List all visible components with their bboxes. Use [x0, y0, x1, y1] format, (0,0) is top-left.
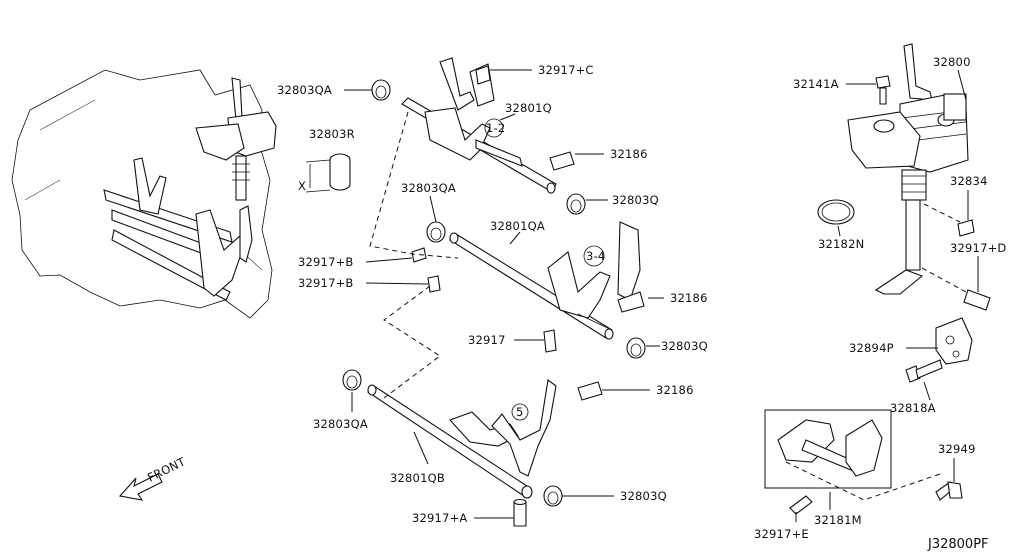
gear-mark-label-5: 5 [516, 405, 524, 419]
callout-32917-c: 32917+C [538, 63, 594, 77]
detail-box-32181m [764, 409, 941, 515]
callout-32917-a: 32917+A [412, 511, 468, 525]
callout-32801q: 32801Q [505, 101, 552, 115]
callout-32181m: 32181M [814, 513, 862, 527]
callout-32803r: 32803R [309, 127, 355, 141]
callout-32182n: 32182N [818, 237, 864, 251]
gear-mark-label-3-4: 3-4 [586, 249, 605, 263]
callout-32917-b: 32917+B [298, 276, 354, 290]
callout-32803q: 32803Q [661, 339, 708, 353]
shift-rail-32801qa-illustration [449, 221, 641, 340]
callout-32801qb: 32801QB [390, 471, 445, 485]
callout-32917-e: 32917+E [754, 527, 809, 541]
callout-32800: 32800 [933, 55, 971, 69]
callout-32801qa: 32801QA [490, 219, 545, 233]
small-parts-middle [305, 65, 646, 527]
callout-32186: 32186 [610, 147, 648, 161]
gear-mark-5 [511, 403, 529, 421]
front-label: FRONT [145, 454, 188, 485]
gear-mark-3-4 [583, 245, 605, 267]
bolt-32818a-illustration [905, 359, 943, 383]
control-assembly-32800-illustration [817, 43, 991, 311]
callout-32803qa: 32803QA [401, 181, 456, 195]
shift-rail-32801qb-illustration [367, 379, 557, 499]
callout-32803qa: 32803QA [277, 83, 332, 97]
gear-mark-1-2 [484, 118, 504, 138]
callout-32917-b: 32917+B [298, 255, 354, 269]
callout-32186: 32186 [670, 291, 708, 305]
callout-32917-d: 32917+D [950, 241, 1006, 255]
front-arrow-icon [118, 473, 163, 501]
bracket-32894p-illustration [935, 317, 973, 365]
assembly-dashed-line [921, 203, 967, 293]
callout-32803q: 32803Q [620, 489, 667, 503]
transmission-housing-illustration [11, 69, 277, 319]
gear-mark-label-1-2: 1-2 [486, 121, 505, 135]
callout-32803qa: 32803QA [313, 417, 368, 431]
callout-32917: 32917 [468, 333, 506, 347]
callout-32803q: 32803Q [612, 193, 659, 207]
shift-rail-32801q-illustration [401, 57, 557, 194]
bolt-32949-illustration [935, 481, 963, 501]
callout-32949: 32949 [938, 442, 976, 456]
callout-32818a: 32818A [890, 401, 936, 415]
callout-32834: 32834 [950, 174, 988, 188]
callout-32894p: 32894P [849, 341, 894, 355]
assembly-dashed-line [383, 285, 441, 399]
callout-32141a: 32141A [793, 77, 839, 91]
diagram-code: J32800PF [927, 537, 989, 552]
leader-lines [344, 69, 979, 522]
dimension-label: X [298, 179, 306, 193]
callout-32186: 32186 [656, 383, 694, 397]
